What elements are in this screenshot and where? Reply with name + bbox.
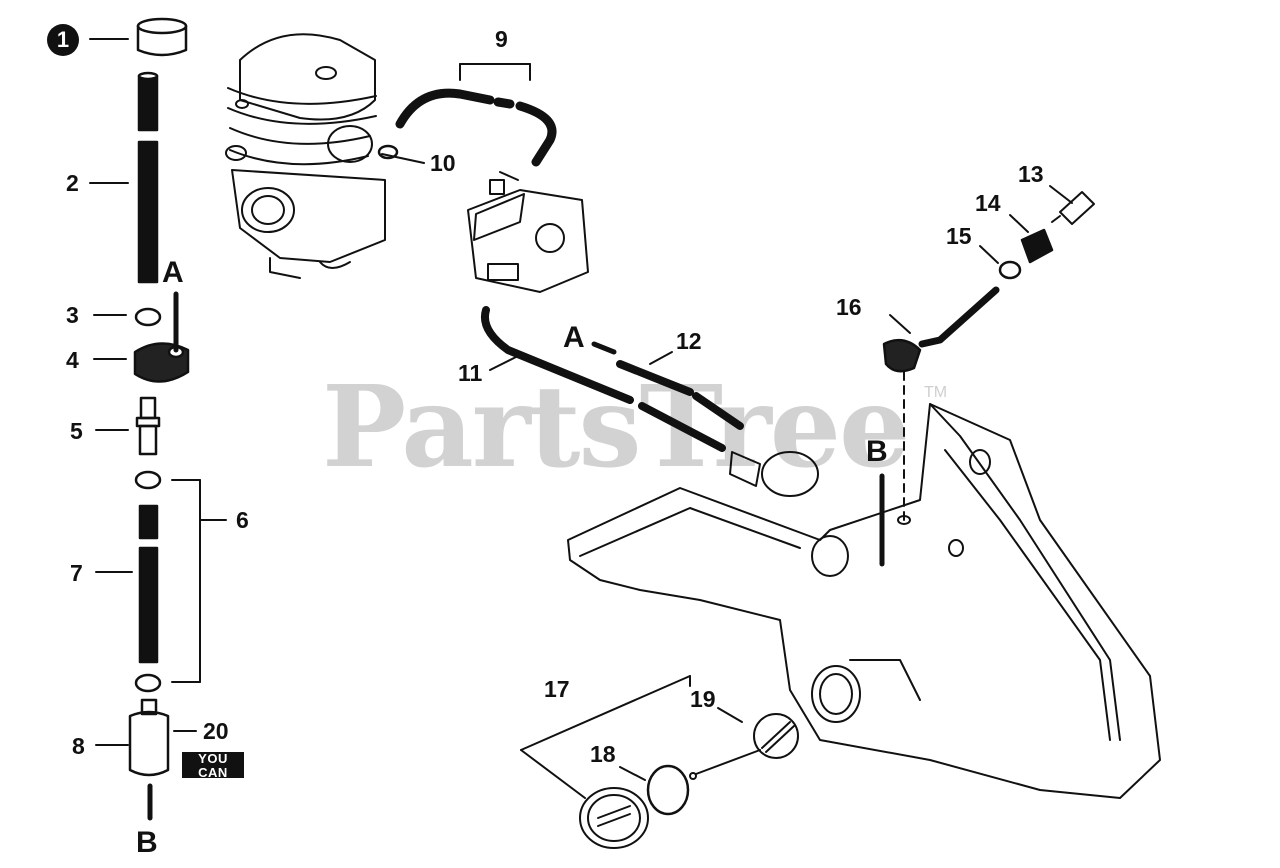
part-3-ring xyxy=(134,307,162,327)
callout-7: 7 xyxy=(70,560,83,586)
maintenance-kit-badge: YOU CAN MAINTENANCE KIT xyxy=(182,751,244,787)
callout-16: 16 xyxy=(836,294,862,320)
part-5-fitting xyxy=(135,396,161,456)
part-10-o-ring xyxy=(377,144,399,160)
callout-6: 6 xyxy=(236,507,249,533)
callout-12: 12 xyxy=(676,328,702,354)
leader-lines xyxy=(89,38,1073,799)
callout-20: 20 xyxy=(203,718,229,744)
part-13-valve xyxy=(1051,191,1095,225)
callout-15: 15 xyxy=(946,223,972,249)
callout-4: 4 xyxy=(66,347,79,373)
part-14-nut xyxy=(1020,228,1054,264)
callout-9: 9 xyxy=(495,26,508,52)
part-15-ring xyxy=(998,260,1022,280)
callout-11: 11 xyxy=(458,360,483,386)
part-12-hose xyxy=(616,360,744,430)
part-6-ring-bottom xyxy=(134,673,162,693)
part-4-grommet xyxy=(133,291,190,383)
connector-b-tank: B xyxy=(866,435,888,468)
part-16-vent-hose xyxy=(879,286,1000,567)
a-mid-marker xyxy=(591,341,617,355)
part-8-fuel-filter xyxy=(128,698,170,821)
part-1-cap xyxy=(136,17,188,57)
callout-14: 14 xyxy=(975,190,1001,216)
trademark-mark: TM xyxy=(924,384,948,401)
connector-a-left: A xyxy=(162,256,184,289)
connector-b-bottom: B xyxy=(136,826,158,859)
part-6-ring-top xyxy=(134,470,162,490)
part-7-hose xyxy=(138,504,159,664)
part-11-fuel-hose xyxy=(481,306,726,452)
callout-8: 8 xyxy=(72,733,85,759)
callout-19: 19 xyxy=(690,686,716,712)
part-19-retainer xyxy=(689,713,799,780)
badge-subtitle: MAINTENANCE KIT xyxy=(183,781,243,787)
callout-2: 2 xyxy=(66,170,79,196)
cylinder-assembly xyxy=(225,33,386,279)
connector-a-mid: A xyxy=(563,321,585,354)
callout-13: 13 xyxy=(1018,161,1044,187)
callout-17: 17 xyxy=(544,676,570,702)
callout-18: 18 xyxy=(590,741,616,767)
part-18-gasket xyxy=(646,764,690,816)
callout-5: 5 xyxy=(70,418,83,444)
carburetor xyxy=(467,171,589,293)
callout-1: 1 xyxy=(47,24,79,56)
callout-10: 10 xyxy=(430,150,456,176)
fuel-tank-housing xyxy=(567,403,1161,799)
callout-3: 3 xyxy=(66,302,79,328)
inline-filter xyxy=(729,451,819,497)
part-2-tube xyxy=(137,71,159,284)
part-17-fuel-cap xyxy=(579,787,649,849)
part-9-fuel-line xyxy=(395,88,557,167)
badge-title: YOU CAN xyxy=(198,751,228,780)
